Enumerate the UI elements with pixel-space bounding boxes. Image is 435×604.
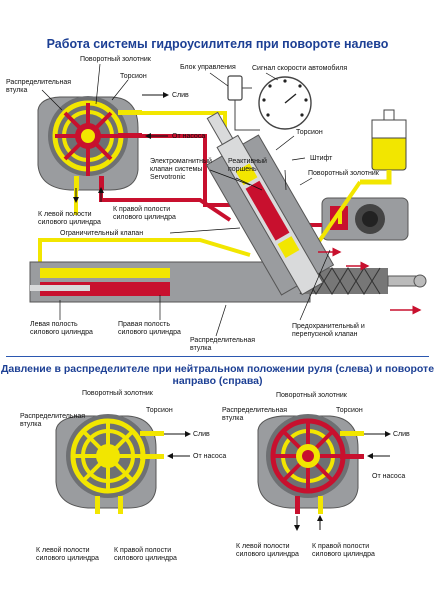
main-title: Работа системы гидроусилителя при поворо… xyxy=(46,37,389,51)
reservoir xyxy=(360,109,407,185)
label-dist-sleeve-1: Распределительная xyxy=(6,79,71,86)
label-rotary-spool-2: Поворотный золотник xyxy=(308,169,380,177)
leader-lines xyxy=(41,63,331,337)
valve-left-turn xyxy=(37,96,142,191)
control-unit xyxy=(227,75,260,131)
label-bl-drain: Слив xyxy=(193,431,210,438)
label-br-left-cavity: К левой полости xyxy=(236,542,290,550)
valve-body xyxy=(205,111,335,296)
label-solenoid-2: клапан системы xyxy=(150,166,202,173)
label-br-rotary-spool: Поворотный золотник xyxy=(276,391,348,399)
label-br-left-cavity-2: силового цилиндра xyxy=(236,551,299,558)
label-left-cyl-2: силового цилиндра xyxy=(30,329,93,336)
label-bl-right-cavity: К правой полости xyxy=(114,546,171,554)
label-bl-left-cavity-2: силового цилиндра xyxy=(36,555,99,562)
label-bl-torsion: Торсион xyxy=(146,407,173,414)
label-safety-2: перепускной клапан xyxy=(292,330,358,338)
label-right-cavity-2: силового цилиндра xyxy=(113,214,176,221)
label-left-cavity: К левой полости xyxy=(38,210,92,218)
label-br-right-cavity: К правой полости xyxy=(312,542,369,550)
flow-arrows xyxy=(73,92,391,531)
label-solenoid-1: Электромагнитный xyxy=(150,157,212,165)
valve-right-turn xyxy=(257,414,364,514)
label-drain: Слив xyxy=(172,92,189,99)
steering-rack xyxy=(29,261,427,303)
label-speed-signal: Сигнал скорости автомобиля xyxy=(252,64,347,72)
label-dist-sleeve-2: втулка xyxy=(6,87,27,94)
label-br-sleeve-2: втулка xyxy=(222,415,243,422)
label-from-pump: От насоса xyxy=(172,133,205,140)
label-bl-from-pump: От насоса xyxy=(193,453,226,460)
label-right-cavity: К правой полости xyxy=(113,205,170,213)
label-reactive-1: Реактивный xyxy=(228,157,267,165)
label-br-right-cavity-2: силового цилиндра xyxy=(312,551,375,558)
speed-gauge-icon xyxy=(258,76,312,130)
label-limit-valve: Ограничительный клапан xyxy=(60,229,143,237)
label-torsion: Торсион xyxy=(120,73,147,80)
label-torsion-2: Торсион xyxy=(296,129,323,136)
label-right-cyl-2: силового цилиндра xyxy=(118,329,181,336)
label-left-cyl-1: Левая полость xyxy=(30,321,78,328)
label-reactive-2: поршень xyxy=(228,166,257,173)
label-bl-sleeve-1: Распределительная xyxy=(20,413,85,420)
labels: Поворотный золотник Торсион Распределите… xyxy=(6,55,410,562)
label-br-torsion: Торсион xyxy=(336,407,363,414)
label-br-sleeve-1: Распределительная xyxy=(222,407,287,414)
label-right-cyl-1: Правая полость xyxy=(118,321,170,328)
label-bl-left-cavity: К левой полости xyxy=(36,546,90,554)
label-bl-rotary-spool: Поворотный золотник xyxy=(82,389,154,397)
label-safety-1: Предохранительный и xyxy=(292,322,365,330)
bottom-title: Давление в распределителе при нейтрально… xyxy=(0,363,435,387)
label-dist-sleeve-3: Распределительная xyxy=(190,337,255,344)
label-solenoid-3: Servotronic xyxy=(150,174,186,181)
label-br-drain: Слив xyxy=(393,431,410,438)
label-dist-sleeve-4: втулка xyxy=(190,345,211,352)
label-br-from-pump: От насоса xyxy=(372,473,405,480)
label-control-unit: Блок управления xyxy=(180,64,236,71)
section-divider xyxy=(6,356,429,357)
label-bl-right-cavity-2: силового цилиндра xyxy=(114,555,177,562)
label-rotary-spool: Поворотный золотник xyxy=(80,55,152,63)
label-left-cavity-2: силового цилиндра xyxy=(38,219,101,226)
label-bl-sleeve-2: втулка xyxy=(20,421,41,428)
valve-neutral xyxy=(55,414,164,514)
label-pin: Штифт xyxy=(310,155,333,162)
